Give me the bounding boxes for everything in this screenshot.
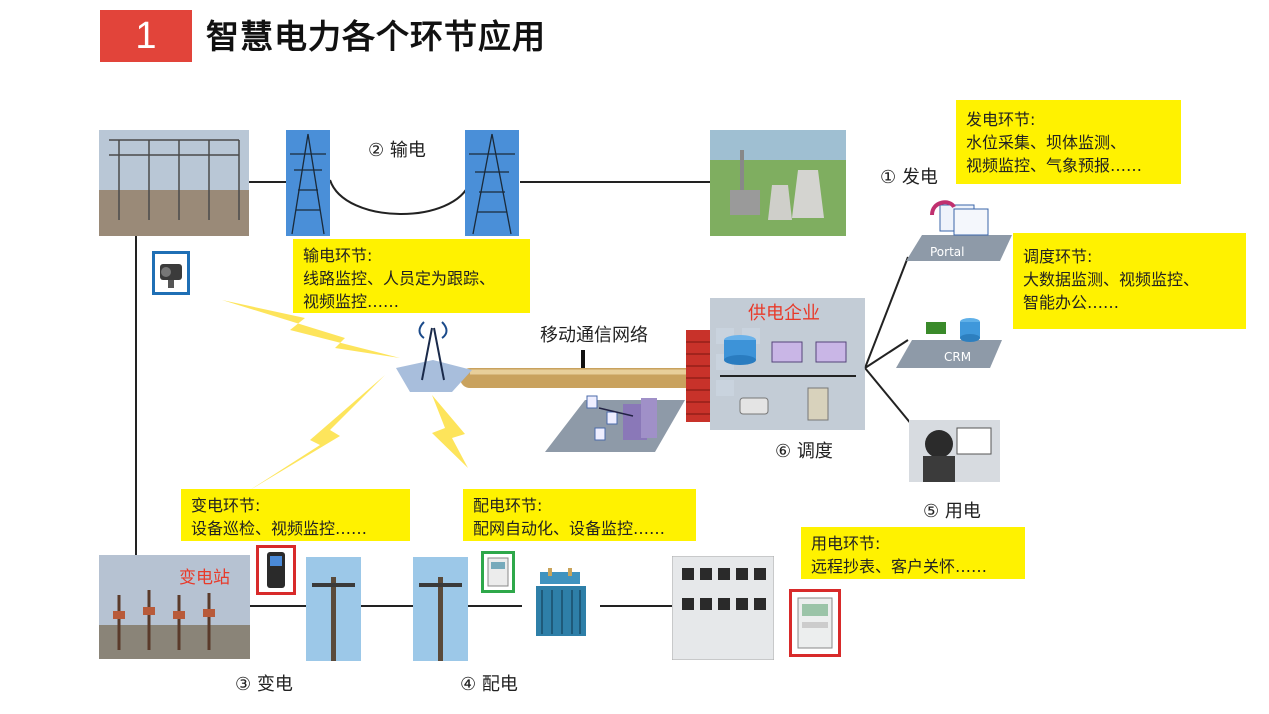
stage-dispatch-label: ⑥ 调度 [775, 441, 833, 462]
meter-icon [481, 551, 515, 593]
distribution-note: 配电环节: 配网自动化、设备监控…… [463, 489, 696, 541]
transmission-note-line-2: 视频监控…… [303, 292, 400, 311]
transmission-note: 输电环节: 线路监控、人员定为跟踪、 视频监控…… [293, 239, 530, 313]
dispatch-note-title: 调度环节: [1023, 247, 1093, 266]
camera-icon [152, 251, 190, 295]
mobile-network-label: 移动通信网络 [540, 325, 648, 346]
substation-bottom-photo: 变电站 [99, 555, 250, 659]
crm-label: CRM [944, 350, 972, 364]
consumption-note: 用电环节: 远程抄表、客户关怀…… [801, 527, 1025, 579]
dispatch-note-line-2: 智能办公…… [1023, 293, 1120, 312]
page-title: 智慧电力各个环节应用 [206, 17, 546, 56]
lightning-bolt-2 [250, 375, 385, 490]
power-plant-photo [710, 130, 846, 236]
stage-generation-label: ① 发电 [880, 167, 938, 188]
firewall-icon [686, 330, 710, 422]
transmission-note-line-1: 线路监控、人员定为跟踪、 [303, 269, 496, 288]
dispatch-note: 调度环节: 大数据监测、视频监控、 智能办公…… [1013, 233, 1246, 329]
customer-photo [909, 420, 1000, 482]
substation-note-title: 变电环节: [191, 496, 261, 515]
consumption-note-line-1: 远程抄表、客户关怀…… [811, 557, 988, 576]
portal-system-icon: Portal [904, 195, 1014, 263]
generation-note: 发电环节: 水位采集、坝体监测、 视频监控、气象预报…… [956, 100, 1181, 184]
enterprise-label: 供电企业 [748, 303, 820, 324]
enterprise-building: 供电企业 [710, 298, 865, 430]
transmission-tower-photo-1 [286, 130, 330, 236]
generation-note-title: 发电环节: [966, 110, 1036, 129]
utility-pole-photo-1 [306, 557, 361, 661]
handheld-device-icon [256, 545, 296, 595]
lightning-bolt-1 [222, 300, 400, 358]
cell-tower-icon [388, 318, 478, 398]
stage-consumption-label: ⑤ 用电 [923, 501, 981, 522]
dispatch-note-line-1: 大数据监测、视频监控、 [1023, 270, 1200, 289]
substation-top-photo [99, 130, 249, 236]
substation-note-line-1: 设备巡检、视频监控…… [191, 519, 368, 538]
utility-pole-photo-2 [413, 557, 468, 661]
lightning-bolt-3 [432, 395, 468, 468]
transformer-icon [522, 568, 598, 642]
stage-distribution-label: ④ 配电 [460, 674, 518, 695]
stage-transmission-label: ② 输电 [368, 140, 426, 161]
portal-label: Portal [930, 245, 965, 259]
substation-tag: 变电站 [179, 568, 230, 588]
transmission-tower-photo-2 [465, 130, 519, 236]
substation-note: 变电环节: 设备巡检、视频监控…… [181, 489, 410, 541]
smart-meter-icon [789, 589, 841, 657]
distribution-note-line-1: 配网自动化、设备监控…… [473, 519, 666, 538]
generation-note-line-1: 水位采集、坝体监测、 [966, 133, 1127, 152]
distribution-cabinet-icon [671, 555, 775, 661]
office-network-icon [545, 390, 685, 455]
distribution-note-title: 配电环节: [473, 496, 543, 515]
stage-substation-label: ③ 变电 [235, 674, 293, 695]
section-number: 1 [100, 10, 192, 62]
transmission-note-title: 输电环节: [303, 246, 373, 265]
generation-note-line-2: 视频监控、气象预报…… [966, 156, 1143, 175]
consumption-note-title: 用电环节: [811, 534, 881, 553]
crm-system-icon: CRM [894, 314, 1004, 370]
